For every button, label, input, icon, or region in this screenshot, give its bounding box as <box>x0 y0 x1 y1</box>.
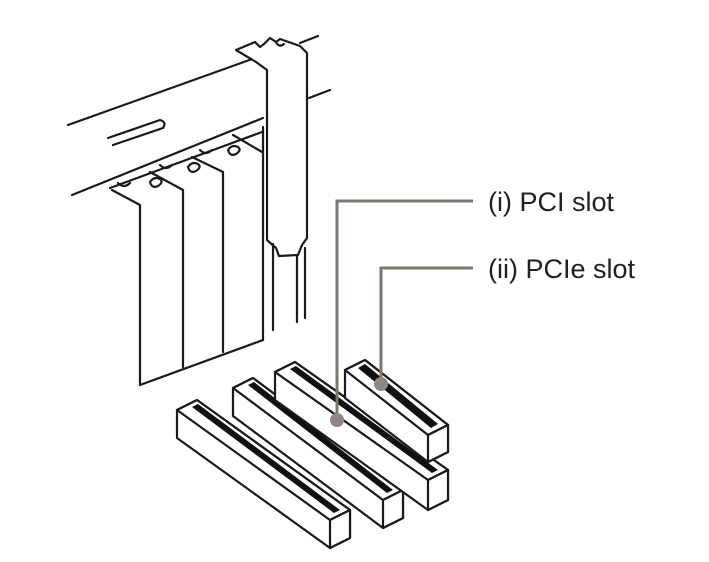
pcie-slot-label: (ii) PCIe slot <box>488 254 636 284</box>
pci-slot-label: (i) PCI slot <box>488 187 615 217</box>
long-slot-2 <box>231 376 405 530</box>
expansion-bracket-1 <box>110 181 142 387</box>
pcie-callout-dot <box>374 377 388 391</box>
chassis-rear-panel <box>66 34 332 197</box>
expansion-bracket-4 <box>226 125 265 342</box>
expansion-bracket-3 <box>186 148 225 354</box>
raised-bracket <box>234 36 309 332</box>
pci-leader-line <box>330 199 473 427</box>
pci-callout-dot <box>330 413 344 427</box>
long-slot-1 <box>175 398 352 550</box>
long-slot-3 <box>273 360 450 512</box>
pcie-leader-line <box>374 266 473 391</box>
expansion-bracket-2 <box>148 163 185 369</box>
